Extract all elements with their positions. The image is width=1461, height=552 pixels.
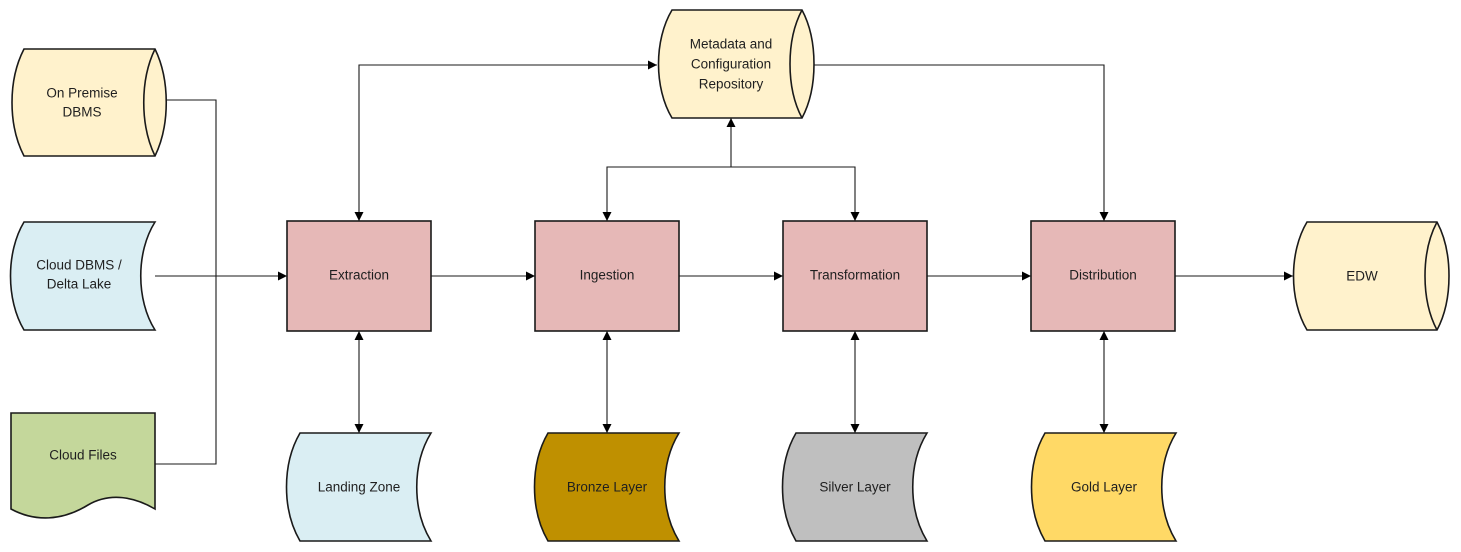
storage-bronze-layer[interactable]: Bronze Layer: [533, 432, 681, 542]
database-end-cap: [143, 48, 156, 157]
bronze-layer-label: Bronze Layer: [567, 480, 648, 495]
on-premise-line2: DBMS: [62, 105, 101, 120]
ingestion-label: Ingestion: [580, 268, 635, 283]
metadata-line3: Repository: [699, 77, 764, 92]
distribution-label: Distribution: [1069, 268, 1137, 283]
transformation-label: Transformation: [810, 268, 900, 283]
connectors: [155, 60, 1293, 465]
cloud-dbms-line2: Delta Lake: [47, 277, 112, 292]
source-cloud-files[interactable]: Cloud Files: [10, 412, 156, 519]
process-transformation[interactable]: Transformation: [782, 220, 928, 332]
target-edw[interactable]: EDW: [1292, 221, 1450, 331]
gold-layer-label: Gold Layer: [1071, 480, 1138, 495]
cloud-dbms-line1: Cloud DBMS /: [36, 258, 122, 273]
connector-files-to-bus: [155, 276, 217, 465]
cloud-files-label: Cloud Files: [49, 448, 117, 463]
process-extraction[interactable]: Extraction: [286, 220, 432, 332]
edw-label: EDW: [1346, 269, 1378, 284]
stored-data-shape: [533, 432, 681, 542]
process-box: [534, 220, 680, 332]
stored-data-shape: [285, 432, 433, 542]
database-end-cap: [1424, 221, 1438, 331]
process-box: [286, 220, 432, 332]
storage-gold-layer[interactable]: Gold Layer: [1030, 432, 1178, 542]
process-box: [1030, 220, 1176, 332]
connector-onprem-to-bus: [155, 99, 217, 276]
metadata-repository[interactable]: Metadata and Configuration Repository: [657, 9, 815, 119]
stored-data-shape: [1030, 432, 1178, 542]
storage-landing-zone[interactable]: Landing Zone: [285, 432, 433, 542]
database-end-cap: [789, 9, 803, 119]
on-premise-line1: On Premise: [46, 86, 117, 101]
metadata-line1: Metadata and: [690, 37, 773, 52]
stored-data-shape: [781, 432, 929, 542]
connector-extraction-metadata: [354, 60, 657, 221]
document-shape: [10, 412, 156, 519]
source-cloud-dbms[interactable]: Cloud DBMS / Delta Lake: [9, 221, 157, 331]
extraction-label: Extraction: [329, 268, 389, 283]
connector-bus-transformation: [731, 166, 860, 221]
storage-silver-layer[interactable]: Silver Layer: [781, 432, 929, 542]
source-on-premise-dbms[interactable]: On Premise DBMS: [11, 48, 167, 157]
connector-distribution-metadata: [805, 60, 1109, 221]
process-distribution[interactable]: Distribution: [1030, 220, 1176, 332]
connector-bus-ingestion: [602, 166, 731, 221]
process-ingestion[interactable]: Ingestion: [534, 220, 680, 332]
process-box: [782, 220, 928, 332]
landing-zone-label: Landing Zone: [318, 480, 401, 495]
metadata-line2: Configuration: [691, 57, 771, 72]
stored-data-shape: [9, 221, 157, 331]
silver-layer-label: Silver Layer: [819, 480, 891, 495]
